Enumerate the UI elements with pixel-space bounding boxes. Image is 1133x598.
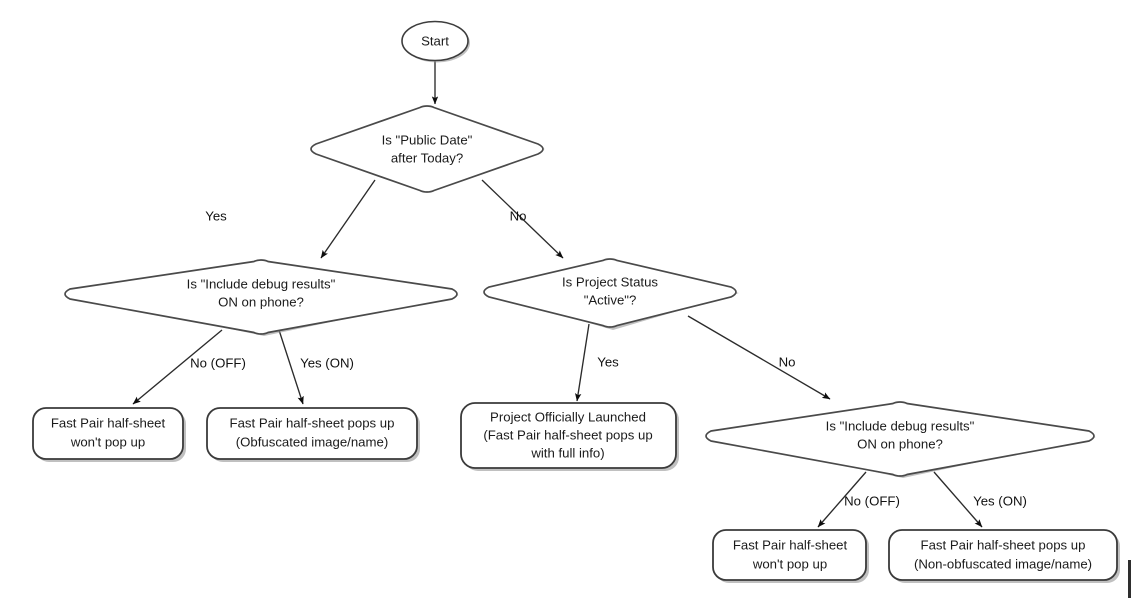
- node-decision-project-status[interactable]: Is Project Status "Active"?: [483, 258, 739, 330]
- edge-project-status-yes: Yes: [575, 323, 619, 402]
- node-terminal-non-obfuscated[interactable]: Fast Pair half-sheet pops up (Non-obfusc…: [888, 529, 1120, 583]
- node-terminal-no-popup-left-line-1: won't pop up: [70, 434, 145, 449]
- node-decision-debug-left[interactable]: Is "Include debug results" ON on phone?: [64, 259, 459, 336]
- edge-label-debug-right-yes: Yes (ON): [973, 493, 1027, 508]
- node-decision-debug-right[interactable]: Is "Include debug results" ON on phone?: [705, 401, 1096, 478]
- node-decision-debug-right-line-1: ON on phone?: [857, 436, 943, 451]
- node-decision-public-date-line-0: Is "Public Date": [382, 132, 473, 147]
- node-terminal-launched-line-2: with full info): [530, 445, 604, 460]
- node-terminal-no-popup-right[interactable]: Fast Pair half-sheet won't pop up: [712, 529, 869, 583]
- edge-debug-left-no: No (OFF): [132, 329, 246, 405]
- edge-label-public-date-no: No: [510, 208, 527, 223]
- edge-label-project-status-yes: Yes: [597, 354, 619, 369]
- node-terminal-launched[interactable]: Project Officially Launched (Fast Pair h…: [460, 402, 679, 471]
- edge-public-date-yes: Yes: [205, 179, 376, 259]
- edge-debug-right-yes: Yes (ON): [933, 471, 1027, 528]
- node-start[interactable]: Start: [401, 20, 470, 63]
- edge-public-date-no: No: [481, 179, 564, 259]
- node-terminal-obfuscated-line-0: Fast Pair half-sheet pops up: [230, 415, 395, 430]
- edge-label-debug-left-no: No (OFF): [190, 355, 246, 370]
- node-terminal-no-popup-right-line-0: Fast Pair half-sheet: [733, 537, 848, 552]
- node-terminal-launched-line-1: (Fast Pair half-sheet pops up: [483, 427, 652, 442]
- edge-label-debug-right-no: No (OFF): [844, 493, 900, 508]
- node-decision-project-status-line-1: "Active"?: [584, 292, 637, 307]
- node-terminal-no-popup-left-line-0: Fast Pair half-sheet: [51, 415, 166, 430]
- node-decision-debug-right-line-0: Is "Include debug results": [826, 418, 975, 433]
- node-terminal-no-popup-left[interactable]: Fast Pair half-sheet won't pop up: [32, 407, 186, 462]
- edge-project-status-no: No: [687, 315, 831, 400]
- edge-debug-right-no: No (OFF): [817, 471, 900, 528]
- node-terminal-obfuscated-line-1: (Obfuscated image/name): [236, 434, 388, 449]
- edge-debug-left-yes: Yes (ON): [278, 329, 354, 405]
- node-terminal-obfuscated[interactable]: Fast Pair half-sheet pops up (Obfuscated…: [206, 407, 420, 462]
- node-decision-public-date-line-1: after Today?: [391, 150, 463, 165]
- node-decision-debug-left-line-0: Is "Include debug results": [187, 276, 336, 291]
- node-terminal-non-obfuscated-line-0: Fast Pair half-sheet pops up: [921, 537, 1086, 552]
- node-terminal-non-obfuscated-line-1: (Non-obfuscated image/name): [914, 556, 1092, 571]
- edge-label-project-status-no: No: [779, 354, 796, 369]
- node-terminal-launched-line-0: Project Officially Launched: [490, 409, 646, 424]
- node-start-line-0: Start: [421, 33, 449, 48]
- edge-label-debug-left-yes: Yes (ON): [300, 355, 354, 370]
- node-decision-project-status-line-0: Is Project Status: [562, 274, 658, 289]
- page-edge-artifact: [1128, 560, 1131, 598]
- node-terminal-no-popup-right-line-1: won't pop up: [752, 556, 827, 571]
- edge-label-public-date-yes: Yes: [205, 208, 227, 223]
- node-decision-public-date[interactable]: Is "Public Date" after Today?: [310, 105, 545, 193]
- node-decision-debug-left-line-1: ON on phone?: [218, 294, 304, 309]
